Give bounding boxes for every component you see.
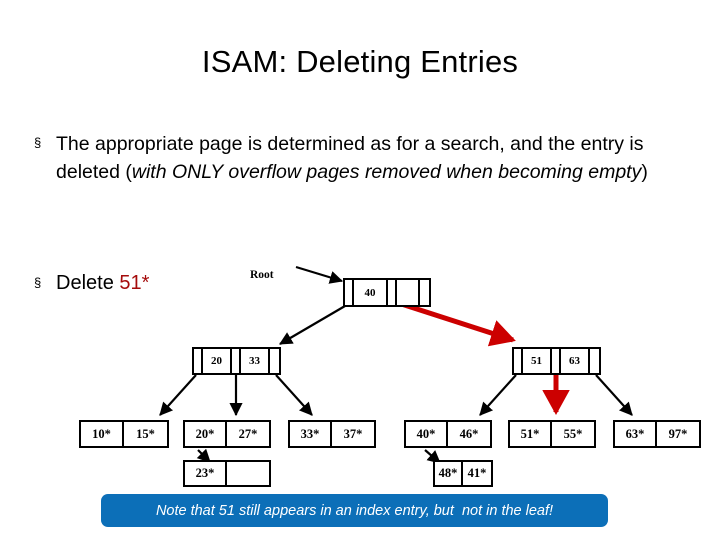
overflow-entry-empty (227, 462, 269, 485)
index-left-ptr-0 (194, 349, 203, 373)
overflow-entry: 48* (435, 462, 463, 485)
index-right-ptr-2 (590, 349, 599, 373)
leaf-node[interactable]: 40* 46* (404, 420, 492, 448)
root-cell-key-empty (397, 280, 420, 305)
leaf-entry: 46* (459, 426, 479, 441)
root-to-left-index-arrow (279, 305, 346, 345)
list-item: § Delete 51* (30, 270, 330, 296)
leaf-entry: 20* (185, 422, 227, 446)
leaf-node[interactable]: 33* 37* (288, 420, 376, 448)
operation-label: Delete (56, 272, 120, 294)
root-cell-key-40: 40 (354, 280, 388, 305)
index-to-leaf-arrow (479, 374, 517, 416)
index-right-ptr-1 (552, 349, 561, 373)
bullet-list: § The appropriate page is determined as … (30, 130, 702, 186)
leaf-entry: 63* (615, 422, 657, 446)
index-to-leaf-arrow (275, 374, 313, 416)
list-item: § The appropriate page is determined as … (30, 130, 702, 186)
index-left-ptr-2 (270, 349, 279, 373)
index-left-ptr-1 (232, 349, 241, 373)
index-node-right[interactable]: 51 63 (512, 347, 601, 375)
bullet-marker: § (34, 275, 42, 290)
root-label: Root (250, 269, 274, 281)
leaf-node[interactable]: 63* 97* (613, 420, 701, 448)
index-right-key-51: 51 (523, 349, 552, 373)
page-title: ISAM: Deleting Entries (201, 44, 519, 79)
leaf-entry: 40* (406, 422, 448, 446)
leaf-node[interactable]: 20* 27* (183, 420, 271, 448)
leaf-entry: 27* (238, 426, 258, 441)
leaf-entry: 15* (136, 426, 155, 441)
index-right-ptr-0 (514, 349, 523, 373)
bullet-text-part-italic: with ONLY overflow pages removed when be… (131, 161, 642, 183)
overflow-node[interactable]: 23* (183, 460, 271, 487)
root-cell-ptr-1 (388, 280, 397, 305)
note-callout: Note that 51 still appears in an index e… (101, 494, 608, 527)
leaf-entry: 55* (563, 426, 583, 441)
index-node-left[interactable]: 20 33 (192, 347, 281, 375)
index-to-leaf-arrow (159, 374, 197, 416)
index-right-key-63: 63 (561, 349, 590, 373)
note-callout-text: Note that 51 still appears in an index e… (155, 502, 554, 519)
index-left-key-33: 33 (241, 349, 270, 373)
leaf-entry: 97* (668, 426, 688, 441)
index-to-leaf-arrow (595, 374, 633, 416)
bullet-text: The appropriate page is determined as fo… (56, 130, 702, 186)
operation-line: § Delete 51* (30, 270, 330, 296)
index-left-key-20: 20 (203, 349, 232, 373)
overflow-entry: 41* (467, 466, 487, 480)
overflow-node[interactable]: 48* 41* (433, 460, 493, 487)
leaf-entry: 33* (290, 422, 332, 446)
overflow-entry: 23* (185, 462, 227, 485)
operation-text: Delete 51* (56, 270, 149, 296)
leaf-entry: 37* (343, 426, 363, 441)
bullet-marker: § (34, 135, 42, 150)
operation-value: 51* (119, 272, 150, 294)
bullet-text-part-end: ) (641, 161, 648, 183)
leaf-entry: 51* (510, 422, 552, 446)
leaf-node-target[interactable]: 51* 55* (508, 420, 596, 448)
leaf-node[interactable]: 10* 15* (79, 420, 169, 448)
root-cell-ptr-2 (420, 280, 429, 305)
bullet-text-part: The appropriate page is determined as fo… (56, 133, 644, 183)
root-cell-ptr-0 (345, 280, 354, 305)
root-node[interactable]: 40 (343, 278, 431, 307)
leaf-entry: 10* (81, 422, 124, 446)
